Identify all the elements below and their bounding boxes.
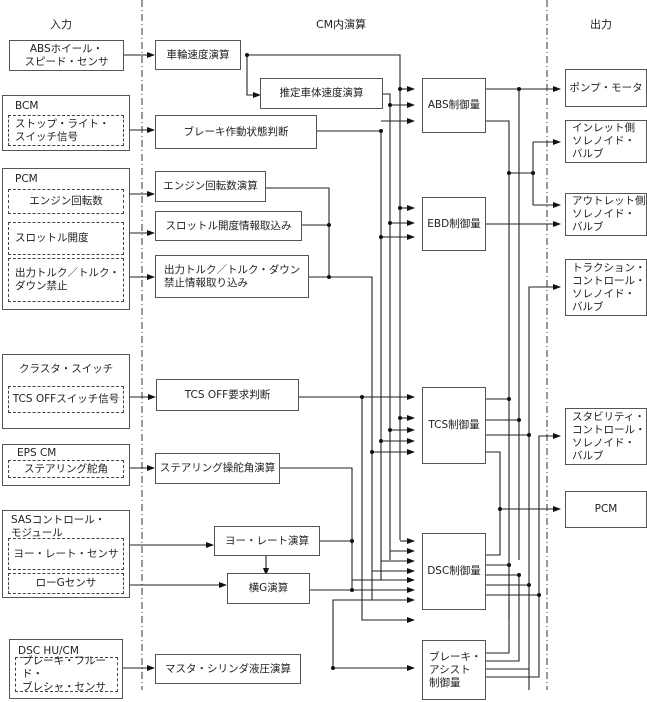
input-group-cluster-switch: クラスタ・スイッチ: [2, 354, 130, 429]
calc-vehicle-speed: 推定車体速度演算: [260, 78, 383, 109]
input-yaw-rate-sensor: ヨー・レート・センサ: [8, 538, 124, 570]
calc-tcs-off-request: TCS OFF要求判断: [156, 379, 299, 411]
input-abs-wheel-speed-sensor: ABSホイール・ スピード・センサ: [9, 40, 124, 71]
output-inlet-solenoid-valve: インレット側 ソレノイド・ バルブ: [565, 120, 647, 163]
control-tcs: TCS制御量: [422, 387, 486, 464]
calc-yaw-rate: ヨー・レート演算: [214, 526, 320, 556]
input-group-sas: SASコントロール・ モジュール: [2, 510, 130, 598]
control-dsc: DSC制御量: [422, 533, 486, 610]
calc-steering-angle: ステアリング操舵角演算: [155, 453, 280, 484]
calc-lateral-g: 横G演算: [227, 573, 310, 604]
output-pump-motor: ポンプ・モータ: [565, 69, 647, 107]
input-group-dsc-hu-cm: DSC HU/CM: [9, 639, 123, 699]
input-steering-angle: ステアリング舵角: [8, 460, 124, 478]
calc-throttle-info: スロットル開度情報取込み: [155, 211, 302, 241]
control-ebd: EBD制御量: [422, 197, 486, 251]
group-title-sas: SASコントロール・ モジュール: [11, 514, 106, 539]
output-pcm: PCM: [565, 491, 647, 528]
group-title-eps-cm: EPS CM: [17, 447, 57, 459]
calc-engine-rpm: エンジン回転数演算: [155, 171, 266, 202]
group-title-dsc-hu-cm: DSC HU/CM: [18, 645, 79, 657]
header-output: 出力: [590, 18, 612, 31]
calc-torque-info: 出力トルク／トルク・ダウン 禁止情報取り込み: [155, 255, 309, 298]
input-group-pcm: PCM: [2, 168, 130, 310]
input-brake-fluid-pressure-sensor: ブレーキ・フルード・ ブレシャ・センサ: [15, 655, 118, 693]
input-stop-light-switch: ストップ・ライト・ スイッチ信号: [8, 115, 124, 146]
group-title-bcm: BCM: [15, 100, 39, 112]
output-traction-control-solenoid-valve: トラクション・ コントロール・ ソレノイド・ バルブ: [565, 259, 647, 316]
control-brake-assist: ブレーキ・ アシスト 制御量: [422, 640, 486, 700]
input-low-g-sensor: ローGセンサ: [8, 573, 124, 594]
group-title-cluster-switch: クラスタ・スイッチ: [19, 363, 114, 375]
group-title-pcm: PCM: [15, 173, 38, 185]
calc-master-cylinder-pressure: マスタ・シリンダ液圧演算: [155, 654, 301, 684]
input-torque-down-prohibit: 出力トルク／トルク・ ダウン禁止: [8, 258, 124, 302]
calc-brake-state: ブレーキ作動状態判断: [155, 115, 317, 149]
input-tcs-off-switch: TCS OFFスイッチ信号: [8, 386, 124, 413]
input-group-eps-cm: EPS CM: [2, 444, 130, 486]
input-group-bcm: BCM: [2, 95, 130, 151]
input-engine-rpm: エンジン回転数: [8, 189, 124, 214]
header-calc: CM内演算: [316, 18, 367, 31]
header-input: 入力: [50, 18, 72, 31]
junction-dots: [245, 53, 541, 670]
input-throttle-opening: スロットル開度: [8, 222, 124, 255]
control-abs: ABS制御量: [422, 78, 486, 133]
calc-wheel-speed: 車輪速度演算: [155, 40, 241, 70]
output-outlet-solenoid-valve: アウトレット側 ソレノイド・ バルブ: [565, 193, 647, 236]
output-stability-control-solenoid-valve: スタビリティ・ コントロール・ ソレノイド・ バルブ: [565, 408, 647, 465]
